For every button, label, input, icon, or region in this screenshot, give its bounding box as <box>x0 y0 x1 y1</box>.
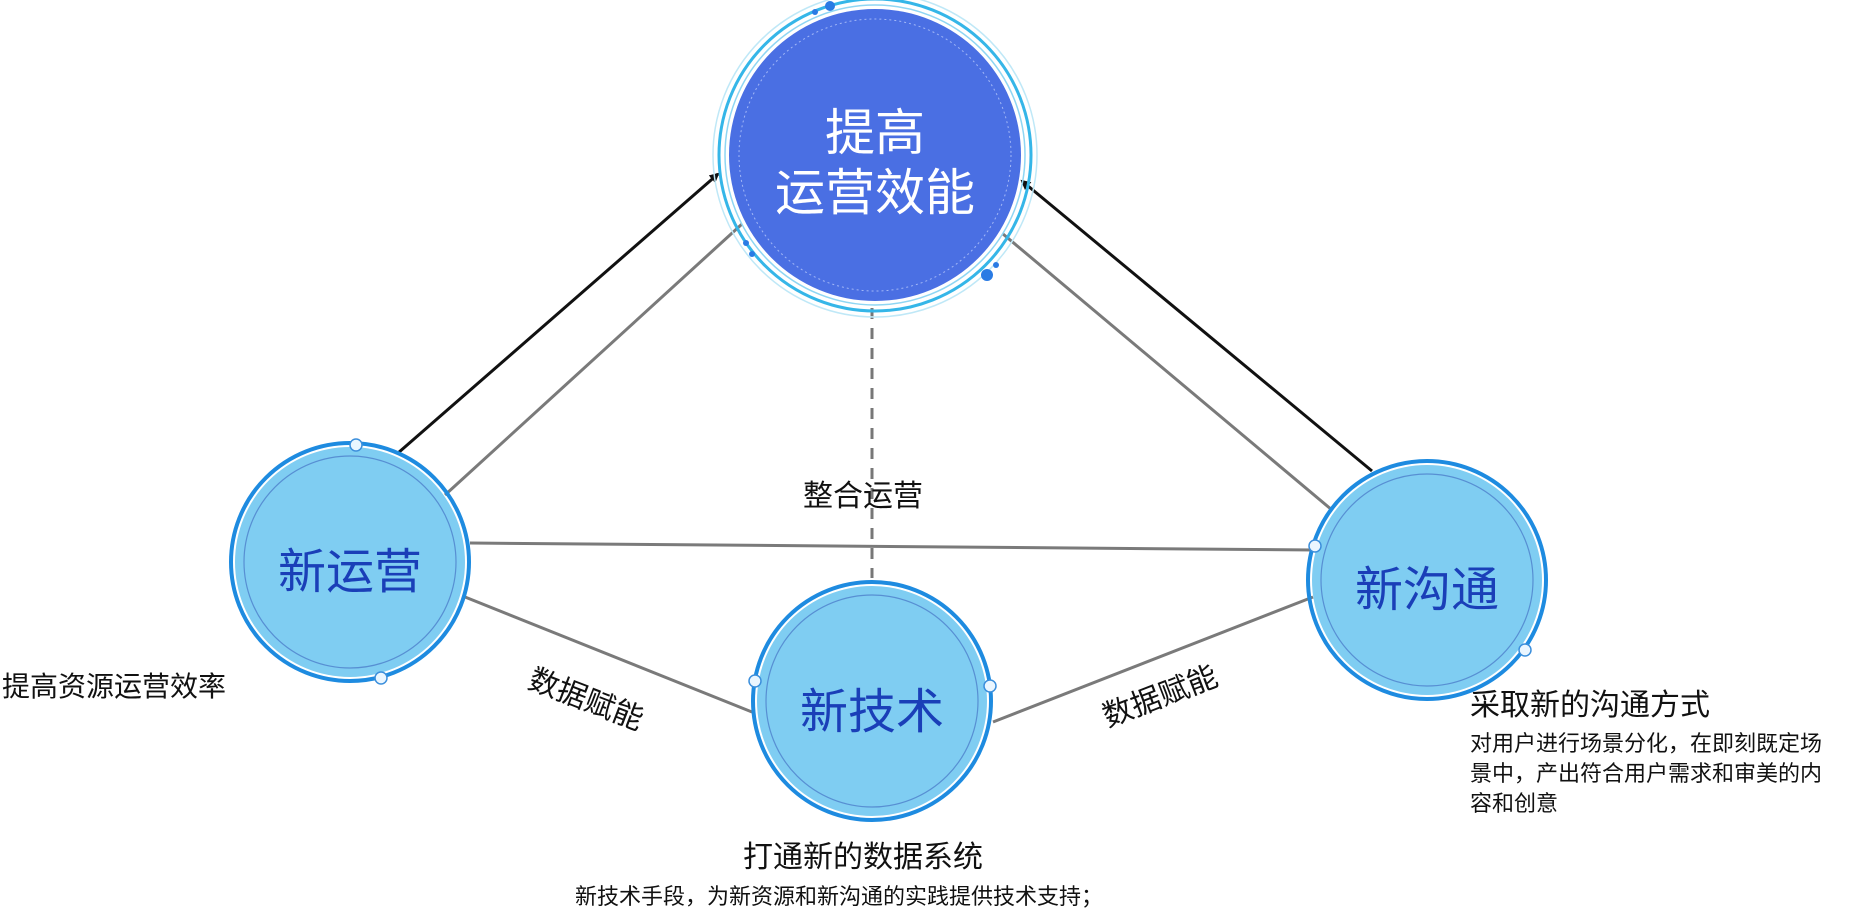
center-node <box>712 0 1038 318</box>
node-ops-dot-top <box>349 438 363 452</box>
node-ops-description: 提高资源运营效率 <box>2 670 227 703</box>
node-tech <box>748 580 997 822</box>
arrow-comm-to-center <box>1020 179 1373 473</box>
node-comm-dot-bottom <box>1518 643 1532 657</box>
node-tech-label: 新技术 <box>799 684 944 740</box>
center-dot-bottom <box>981 269 993 281</box>
center-title-line1: 提高 <box>825 104 925 162</box>
line-ops-to-comm <box>469 541 1316 552</box>
node-comm-description-line3: 容和创意 <box>1470 792 1559 817</box>
arrow-ops-to-center <box>397 172 720 455</box>
line-comm-to-center <box>1002 232 1333 512</box>
node-tech-description-body: 新技术手段，为新资源和新沟通的实践提供技术支持； <box>575 885 1104 910</box>
line-tech-to-comm <box>992 595 1314 724</box>
node-comm <box>1306 459 1548 701</box>
center-title-line2: 运营效能 <box>775 164 975 222</box>
node-ops <box>229 438 471 685</box>
node-ops-label: 新运营 <box>277 544 422 600</box>
node-comm-description-line2: 景中，产出符合用户需求和审美的内 <box>1470 762 1823 787</box>
center-dot-bottom2 <box>993 262 999 268</box>
node-comm-dot-left <box>1308 539 1322 553</box>
edge-label-integrate: 整合运营 <box>803 479 923 514</box>
center-dot-top <box>825 1 835 11</box>
node-comm-description-title: 采取新的沟通方式 <box>1470 688 1710 723</box>
line-ops-to-center <box>443 222 744 497</box>
center-dot-left <box>743 240 749 246</box>
center-dot-left2 <box>749 251 755 257</box>
line-ops-to-tech <box>464 595 753 714</box>
node-tech-description-title: 打通新的数据系统 <box>743 840 983 875</box>
center-dot-top2 <box>812 9 818 15</box>
node-comm-label: 新沟通 <box>1354 562 1499 618</box>
node-comm-description-line1: 对用户进行场景分化，在即刻既定场 <box>1470 732 1823 757</box>
node-tech-dot-right <box>983 679 997 693</box>
node-ops-dot-bottom <box>374 671 388 685</box>
node-tech-dot-left <box>748 674 762 688</box>
